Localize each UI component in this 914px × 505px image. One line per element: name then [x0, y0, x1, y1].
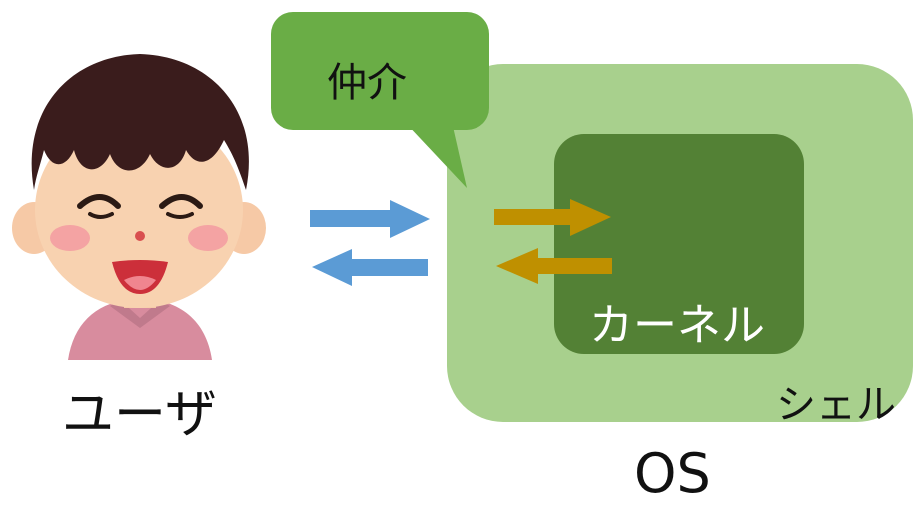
kernel-to-shell-arrow: [496, 248, 612, 284]
mediation-label: 仲介: [327, 60, 407, 106]
os-label: OS: [634, 442, 711, 505]
user-to-shell-arrow: [310, 200, 430, 238]
shell-to-kernel-arrow: [494, 199, 611, 236]
kernel-box: [554, 134, 804, 354]
shell-label: シェル: [776, 382, 896, 428]
mediation-speech-bubble: [271, 12, 489, 188]
user-label: ユーザ: [62, 385, 217, 445]
kernel-label: カーネル: [589, 300, 765, 351]
shell-to-user-arrow: [312, 249, 428, 286]
user-illustration: [12, 54, 266, 360]
